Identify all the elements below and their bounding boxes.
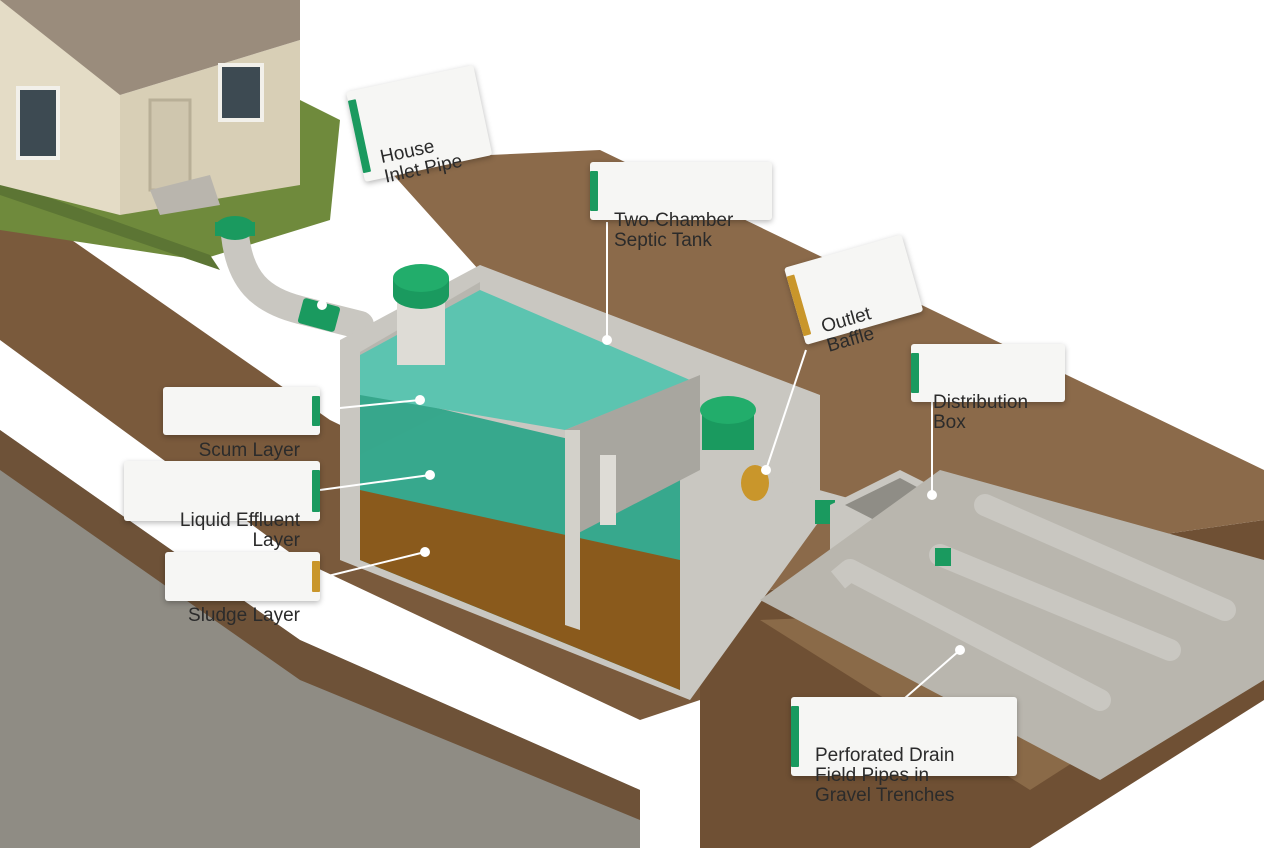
liquid-effluent-layer-label: Liquid Effluent Layer bbox=[179, 510, 300, 551]
septic-tank bbox=[340, 264, 820, 700]
two-chamber-septic-tank-label: Two-Chamber Septic Tank bbox=[614, 210, 734, 251]
sludge-layer-label: Sludge Layer bbox=[188, 605, 300, 626]
drain-field bbox=[760, 470, 1264, 780]
accent-bar bbox=[312, 561, 320, 592]
distribution-box-callout: Distribution Box bbox=[911, 344, 1065, 433]
window bbox=[16, 86, 60, 160]
front-door bbox=[148, 98, 192, 192]
house bbox=[0, 0, 300, 215]
accent-bar bbox=[312, 396, 320, 426]
accent-bar bbox=[590, 171, 598, 211]
accent-bar bbox=[911, 353, 919, 393]
house-inlet-pipe-label: House Inlet Pipe bbox=[378, 136, 465, 188]
drain-field-label: Perforated Drain Field Pipes in Gravel T… bbox=[815, 745, 955, 806]
window bbox=[218, 63, 264, 122]
grass-lawn bbox=[0, 100, 340, 270]
liquid-effluent-layer-callout: Liquid Effluent Layer bbox=[124, 461, 320, 551]
accent-bar bbox=[312, 470, 320, 512]
distribution-box-label: Distribution Box bbox=[933, 392, 1029, 433]
scum-layer-callout: Scum Layer bbox=[163, 387, 320, 461]
accent-bar bbox=[791, 706, 799, 767]
callout-leader-lines bbox=[317, 184, 965, 699]
outlet-baffle-label: Outlet Baffle bbox=[818, 303, 877, 357]
sludge-layer-callout: Sludge Layer bbox=[165, 552, 320, 626]
drain-field-callout: Perforated Drain Field Pipes in Gravel T… bbox=[791, 697, 1017, 806]
inlet-pipe bbox=[215, 216, 374, 339]
two-chamber-septic-tank-callout: Two-Chamber Septic Tank bbox=[590, 162, 772, 251]
scum-layer-label: Scum Layer bbox=[198, 440, 300, 461]
